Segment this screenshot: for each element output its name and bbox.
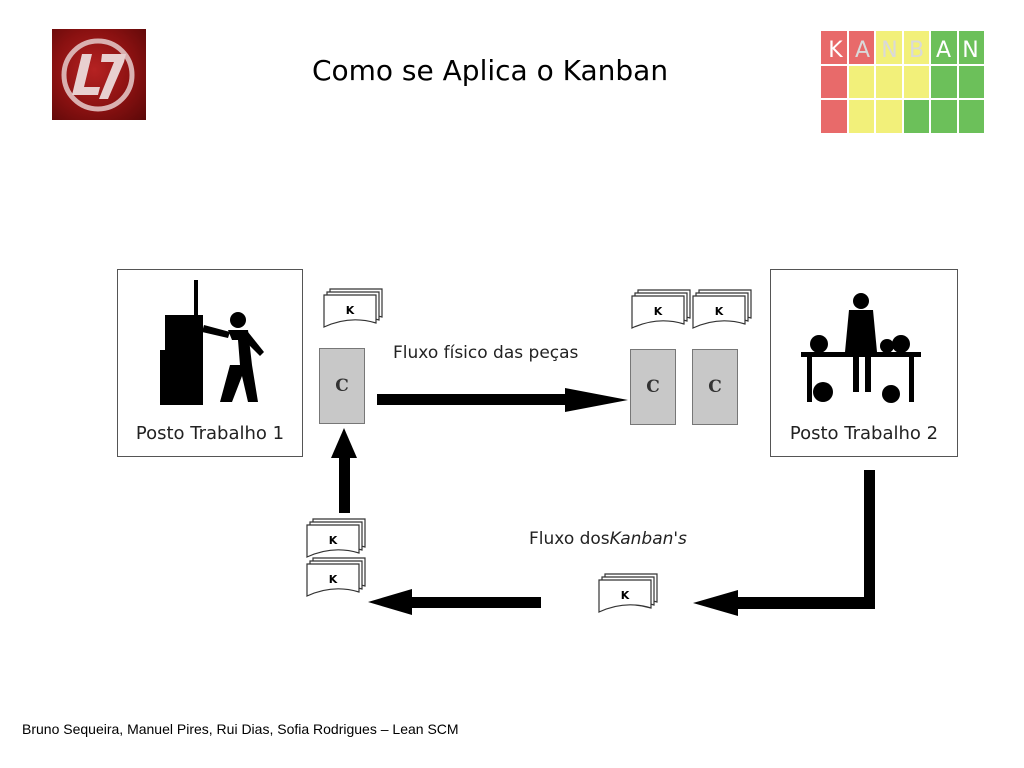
kanban-logo-letter: K — [828, 38, 843, 63]
kanban-card-label: K — [329, 534, 338, 547]
kanban-flow-label-italic: Kanban's — [609, 529, 687, 549]
physical-flow-arrow — [377, 388, 628, 412]
kanban-logo — [820, 30, 985, 134]
kanban-logo-cell — [957, 99, 985, 134]
kanban-flow-arrow-from-station-2 — [693, 470, 875, 616]
kanban-logo-cell — [930, 30, 958, 65]
kanban-logo-cell — [930, 99, 958, 134]
kanban-logo-cell — [875, 30, 903, 65]
footer-authors: Bruno Sequeira, Manuel Pires, Rui Dias, … — [22, 721, 459, 737]
kanban-logo-cell — [902, 30, 930, 65]
kanban-logo-cell — [875, 64, 903, 100]
station-1-label: Posto Trabalho 1 — [135, 423, 285, 444]
kanban-logo-letter: N — [962, 38, 979, 63]
kanban-logo-letter: A — [935, 38, 952, 63]
kanban-logo-cell — [902, 99, 930, 134]
kanban-card-stack: K — [323, 288, 383, 328]
kanban-return-arrow-up — [331, 428, 357, 513]
kanban-card-label: K — [715, 305, 724, 318]
kanban-flow-arrow-to-station-1 — [368, 589, 541, 615]
station-2-box: Posto Trabalho 2 — [770, 269, 958, 457]
kanban-logo-cell — [875, 99, 903, 134]
kanban-card-stack: K — [631, 289, 691, 329]
kanban-logo-cell — [847, 30, 875, 65]
kanban-logo-letter: B — [908, 38, 925, 63]
kanban-logo-cell — [847, 99, 875, 134]
container-c: C — [630, 349, 676, 425]
kanban-logo-cell — [820, 30, 848, 65]
kanban-card-label: K — [654, 305, 663, 318]
kanban-logo-letter: A — [854, 38, 871, 63]
station-2-label: Posto Trabalho 2 — [789, 423, 939, 444]
kanban-flow-label-prefix: Fluxo dos — [529, 529, 610, 549]
kanban-logo-cell — [957, 64, 985, 100]
kanban-card-stack: K — [306, 518, 366, 558]
kanban-card-label: K — [329, 573, 338, 586]
kanban-logo-cell — [820, 99, 848, 134]
kanban-card-stack: K — [598, 573, 658, 613]
station-1-box: Posto Trabalho 1 — [117, 269, 303, 457]
physical-flow-label: Fluxo físico das peças — [393, 343, 579, 363]
kanban-card-stack: K — [692, 289, 752, 329]
kanban-logo-cell — [930, 64, 958, 100]
kanban-logo-cell — [847, 64, 875, 100]
worker-at-machine-icon — [160, 280, 264, 405]
kanban-logo-cell — [957, 30, 985, 65]
container-c: C — [692, 349, 738, 425]
company-logo — [52, 29, 146, 120]
worker-at-bench-icon — [801, 293, 921, 403]
page-title: Como se Aplica o Kanban — [311, 54, 669, 87]
kanban-logo-letter: N — [881, 38, 898, 63]
kanban-card-label: K — [346, 304, 355, 317]
kanban-card-stack: K — [306, 557, 366, 597]
kanban-flow-label: Fluxo dosKanban's — [529, 529, 687, 549]
kanban-logo-cell — [820, 64, 848, 100]
container-c: C — [319, 348, 365, 424]
kanban-card-label: K — [621, 589, 630, 602]
kanban-logo-cell — [902, 64, 930, 100]
